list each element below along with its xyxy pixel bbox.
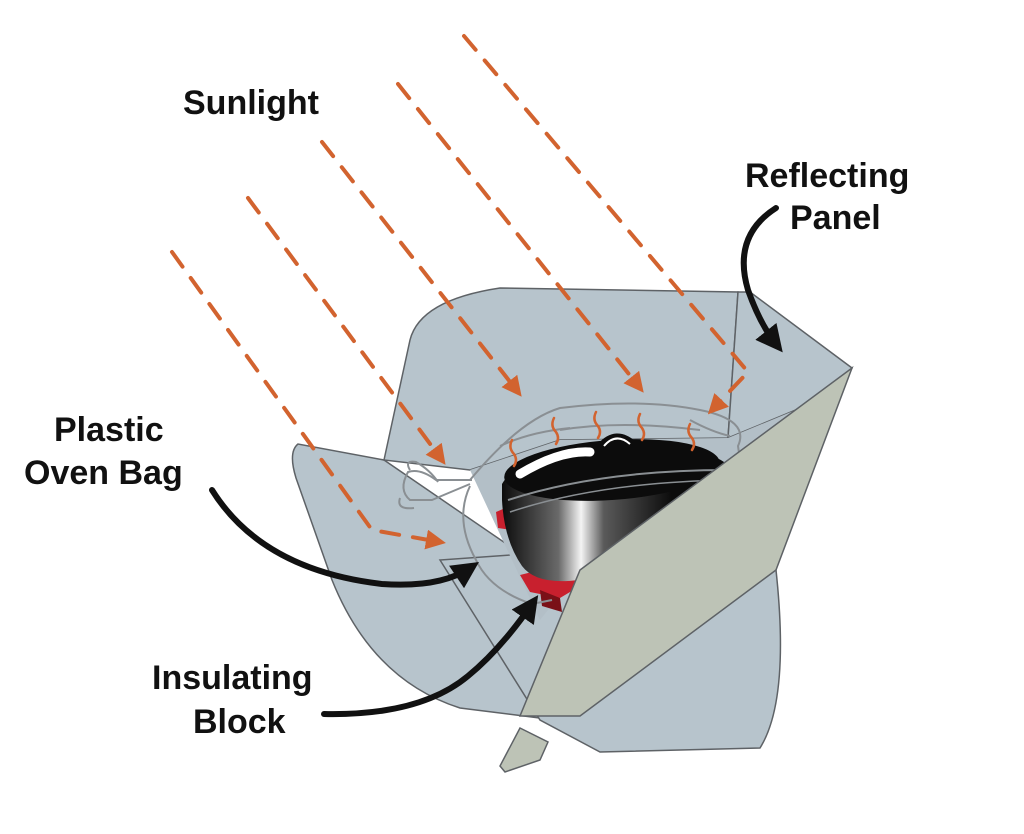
label-panel: Panel (790, 199, 881, 237)
oven-bag-arrow (209, 487, 479, 589)
insulating-block-arrow (321, 595, 539, 718)
cooker-tail (499, 727, 549, 773)
heat-wave-icon (509, 410, 696, 468)
front-reflecting-panel (518, 365, 854, 717)
label-insulating: Insulating (152, 659, 313, 697)
label-block: Block (193, 703, 286, 741)
pointer-arrows (209, 205, 783, 718)
label-plastic: Plastic (54, 411, 164, 449)
label-oven-bag: Oven Bag (24, 454, 183, 492)
plastic-oven-bag (398, 402, 742, 606)
sunlight-rays (170, 34, 751, 550)
reflecting-panel-arrow (740, 205, 783, 353)
label-sunlight: Sunlight (183, 84, 319, 122)
label-reflecting: Reflecting (745, 157, 909, 195)
